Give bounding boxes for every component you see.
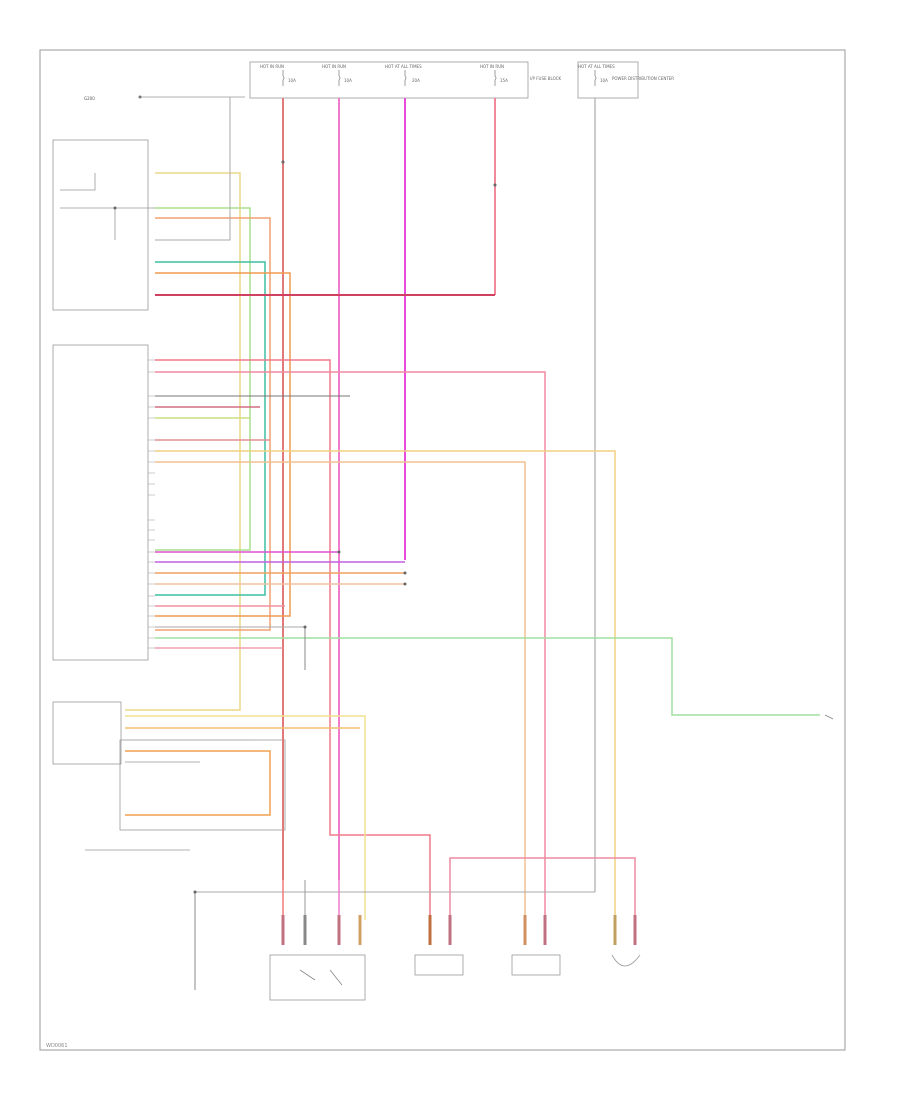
module-3-box — [52, 701, 122, 765]
sensor-2-box — [511, 954, 561, 976]
fuse-feed-wires — [282, 98, 596, 892]
power-distribution-name: POWER DISTRIBUTION CENTER — [612, 76, 674, 81]
ground-ref-splice — [138, 95, 142, 99]
module-2-box — [52, 344, 149, 661]
fuse-extra-amps: 10A — [600, 78, 608, 83]
fuse-3-amps: 20A — [412, 78, 420, 83]
fuse-2-header: HOT IN RUN — [322, 64, 346, 69]
power-distribution-box — [577, 61, 639, 99]
fuse-1-header: HOT IN RUN — [260, 64, 284, 69]
module-2-pins — [148, 359, 155, 649]
bottom-connectors — [281, 915, 637, 945]
ground-ref-label: G200 — [84, 96, 95, 101]
module-1-box — [52, 139, 149, 311]
sensor-1-box — [414, 954, 464, 976]
diagram-frame — [39, 49, 846, 1051]
fuse-4-header: HOT IN RUN — [480, 64, 504, 69]
fuse-extra-header: HOT AT ALL TIMES — [578, 64, 615, 69]
bottom-wires — [194, 857, 636, 990]
fuse-block-name: I/P FUSE BLOCK — [530, 76, 562, 81]
module-1-wires — [60, 97, 495, 711]
module-2-wires — [155, 359, 820, 920]
sensor-3-symbol — [611, 954, 641, 967]
module-4-box — [119, 739, 286, 831]
fuse-block-box — [249, 61, 529, 99]
diagram-code: WD0061 — [46, 1043, 68, 1049]
relay-component-box — [269, 954, 366, 1001]
splice-dots — [113, 160, 497, 894]
module-3-wires — [85, 715, 366, 920]
fuse-4-amps: 15A — [500, 78, 508, 83]
relay-switch-symbol — [299, 969, 343, 986]
fuse-1-amps: 10A — [288, 78, 296, 83]
fuse-symbols — [282, 70, 597, 86]
fuse-2-amps: 10A — [344, 78, 352, 83]
fuse-3-header: HOT AT ALL TIMES — [385, 64, 422, 69]
right-ground-arrow — [824, 714, 834, 720]
